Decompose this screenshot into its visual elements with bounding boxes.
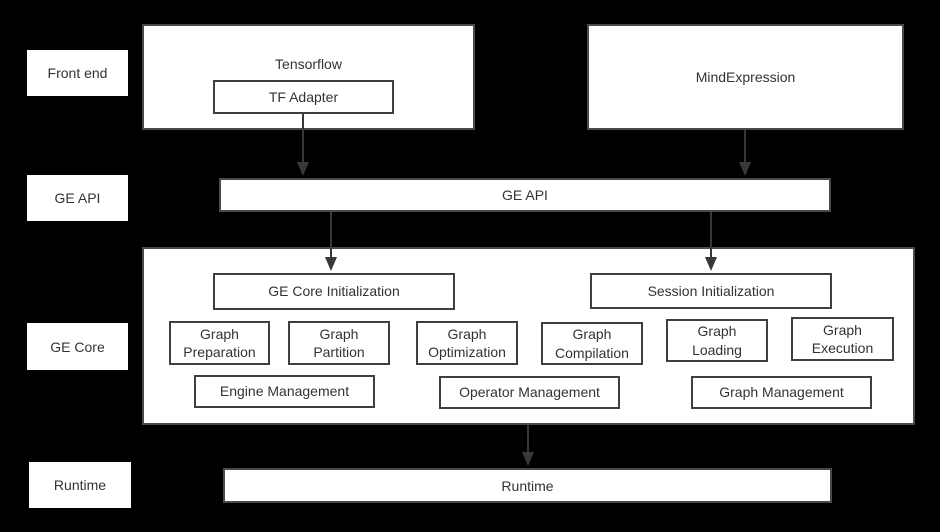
ge-api-bar: GE API (219, 178, 831, 212)
graph-management-box: Graph Management (691, 376, 872, 409)
mindexpression-label: MindExpression (695, 69, 796, 85)
tensorflow-box: Tensorflow TF Adapter (142, 24, 475, 130)
graph-preparation-box: Graph Preparation (169, 321, 270, 365)
mindexpression-box: MindExpression (587, 24, 904, 130)
operator-management-box: Operator Management (439, 376, 620, 409)
tf-adapter-box: TF Adapter (213, 80, 394, 114)
session-initialization-box: Session Initialization (590, 273, 832, 309)
row-label-ge-api: GE API (27, 175, 128, 221)
row-label-ge-core: GE Core (27, 323, 128, 370)
graph-compilation-box: Graph Compilation (541, 322, 643, 365)
graph-partition-box: Graph Partition (288, 321, 390, 365)
arrow-mindexpression-to-ge-api-icon (739, 130, 751, 176)
arrow-ge-core-to-runtime-icon (522, 425, 534, 466)
graph-optimization-box: Graph Optimization (416, 321, 518, 365)
ge-core-initialization-box: GE Core Initialization (213, 273, 455, 310)
ge-core-container: GE Core Initialization Session Initializ… (142, 247, 915, 425)
runtime-bar: Runtime (223, 468, 832, 503)
graph-loading-box: Graph Loading (666, 319, 768, 362)
engine-management-box: Engine Management (194, 375, 375, 408)
tensorflow-label: Tensorflow (275, 56, 342, 72)
graph-execution-box: Graph Execution (791, 317, 894, 361)
row-label-front-end: Front end (27, 50, 128, 96)
row-label-runtime: Runtime (29, 462, 131, 508)
